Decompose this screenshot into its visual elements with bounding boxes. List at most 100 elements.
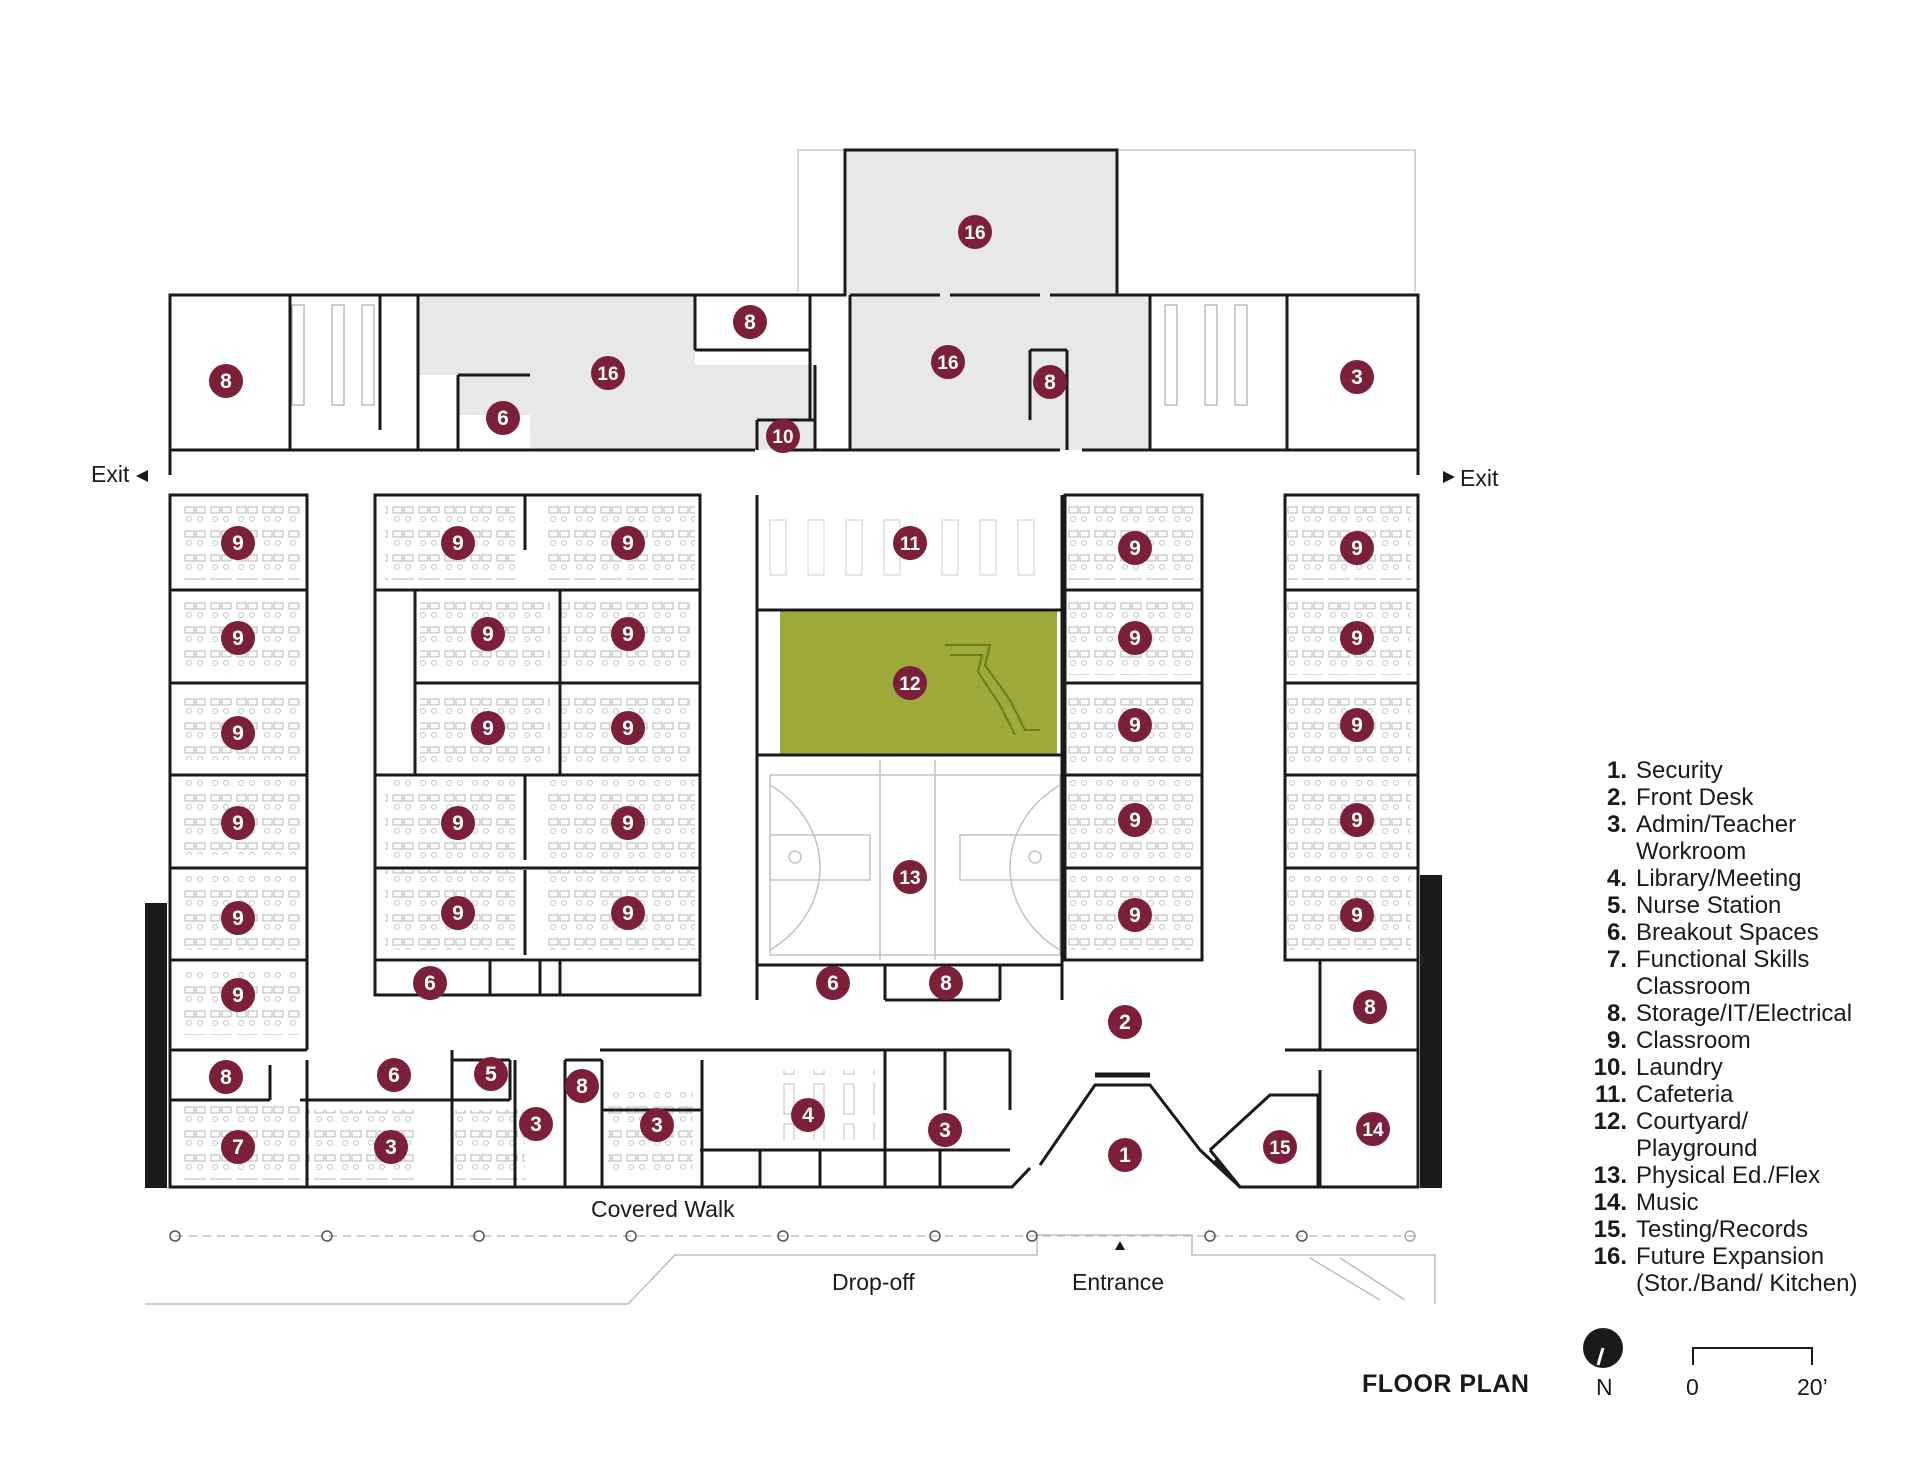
legend-item: 14.Music [1585, 1189, 1915, 1216]
room-marker: 14 [1356, 1112, 1390, 1146]
legend-label: Classroom [1636, 1027, 1751, 1054]
legend-number: 1. [1606, 757, 1627, 784]
room-marker-circle [1263, 1130, 1297, 1164]
room-marker: 11 [893, 526, 927, 560]
room-marker-circle [413, 966, 447, 1000]
plan-title: FLOOR PLAN [1362, 1370, 1530, 1398]
room-marker-number: 9 [452, 902, 464, 925]
legend-label: Storage/IT/Electrical [1636, 1000, 1853, 1027]
room-marker: 16 [958, 215, 992, 249]
room-marker-circle [766, 419, 800, 453]
room-marker: 5 [474, 1057, 508, 1091]
drop-off-label: Drop-off [832, 1269, 915, 1295]
legend-label: Courtyard/ Playground [1636, 1108, 1758, 1162]
room-marker: 9 [221, 716, 255, 750]
room-marker: 6 [816, 966, 850, 1000]
room-marker-circle [611, 711, 645, 745]
exit-east-arrow-icon [1443, 471, 1455, 483]
future-expansion-areas [418, 150, 1150, 450]
room-marker: 8 [929, 966, 963, 1000]
room-marker-circle [519, 1107, 553, 1141]
legend-item: 3.Admin/Teacher Workroom [1585, 811, 1915, 865]
room-marker-number: 9 [622, 717, 634, 740]
room-marker: 9 [1340, 803, 1374, 837]
walls [168, 148, 1420, 1189]
room-marker-number: 9 [232, 532, 244, 555]
room-marker: 9 [1118, 708, 1152, 742]
room-marker-number: 3 [651, 1114, 663, 1137]
room-marker-number: 6 [424, 972, 436, 995]
legend-item: 13.Physical Ed./Flex [1585, 1162, 1915, 1189]
room-marker-circle [1108, 1005, 1142, 1039]
room-marker-circle [893, 860, 927, 894]
room-marker-circle [441, 806, 475, 840]
room-marker-circle [893, 526, 927, 560]
room-marker-number: 8 [1364, 996, 1376, 1019]
room-marker: 12 [893, 666, 927, 700]
expansion-site-outline [797, 149, 1416, 292]
legend-label: Nurse Station [1636, 892, 1782, 919]
room-marker-number: 8 [220, 370, 232, 393]
legend-label: Breakout Spaces [1636, 919, 1819, 946]
room-marker-number: 9 [622, 532, 634, 555]
legend-number: 15. [1593, 1216, 1627, 1243]
room-marker-number: 4 [802, 1104, 814, 1127]
room-marker: 8 [209, 364, 243, 398]
room-marker: 9 [1340, 531, 1374, 565]
room-marker-circle [1340, 803, 1374, 837]
room-marker: 6 [486, 401, 520, 435]
legend-number: 2. [1606, 784, 1627, 811]
room-marker-circle [640, 1108, 674, 1142]
legend-label: Laundry [1636, 1054, 1723, 1081]
legend-label: Security [1636, 757, 1723, 784]
room-marker-number: 9 [1129, 714, 1141, 737]
scale-bar: 0 20’ [1686, 1347, 1828, 1400]
room-marker-circle [1340, 708, 1374, 742]
room-marker: 8 [733, 305, 767, 339]
legend-number: 6. [1606, 919, 1627, 946]
room-marker-number: 9 [1129, 904, 1141, 927]
legend-number: 14. [1593, 1189, 1627, 1216]
room-marker-number: 9 [482, 717, 494, 740]
room-marker: 3 [640, 1108, 674, 1142]
legend-number: 11. [1594, 1081, 1627, 1108]
legend-label: Admin/Teacher Workroom [1636, 811, 1797, 865]
legend-label: Library/Meeting [1636, 865, 1802, 892]
room-marker-number: 9 [1129, 627, 1141, 650]
room-marker-number: 11 [900, 534, 921, 555]
west-retaining-wall [145, 903, 167, 1188]
room-marker-circle [958, 215, 992, 249]
room-marker-circle [1353, 990, 1387, 1024]
room-marker-circle [1033, 365, 1067, 399]
legend-label: Testing/Records [1636, 1216, 1809, 1243]
room-marker-circle [611, 526, 645, 560]
room-marker-number: 6 [388, 1064, 400, 1087]
play-structure [945, 644, 1040, 736]
room-marker-circle [1118, 531, 1152, 565]
room-marker: 9 [611, 526, 645, 560]
room-marker: 10 [766, 419, 800, 453]
room-marker-circle [1118, 898, 1152, 932]
room-marker: 6 [413, 966, 447, 1000]
legend-label: Front Desk [1636, 784, 1754, 811]
scale-end-label: 20’ [1797, 1374, 1828, 1400]
exit-west-arrow-icon [136, 470, 148, 482]
room-marker: 6 [377, 1058, 411, 1092]
legend-item: 2. Front Desk [1585, 784, 1915, 811]
exit-east-label: Exit [1460, 465, 1499, 491]
room-marker-number: 3 [385, 1136, 397, 1159]
room-marker-circle [929, 966, 963, 1000]
room-marker-number: 16 [964, 223, 985, 244]
room-marker-number: 16 [597, 364, 618, 385]
legend-number: 4. [1606, 865, 1627, 892]
room-marker: 9 [441, 806, 475, 840]
room-marker-circle [221, 901, 255, 935]
room-marker: 2 [1108, 1005, 1142, 1039]
room-marker-number: 3 [1351, 366, 1363, 389]
room-marker-circle [611, 617, 645, 651]
room-marker-circle [221, 1130, 255, 1164]
room-marker-circle [1118, 803, 1152, 837]
gym-court-markings [769, 760, 1061, 960]
room-marker-number: 10 [772, 427, 793, 448]
